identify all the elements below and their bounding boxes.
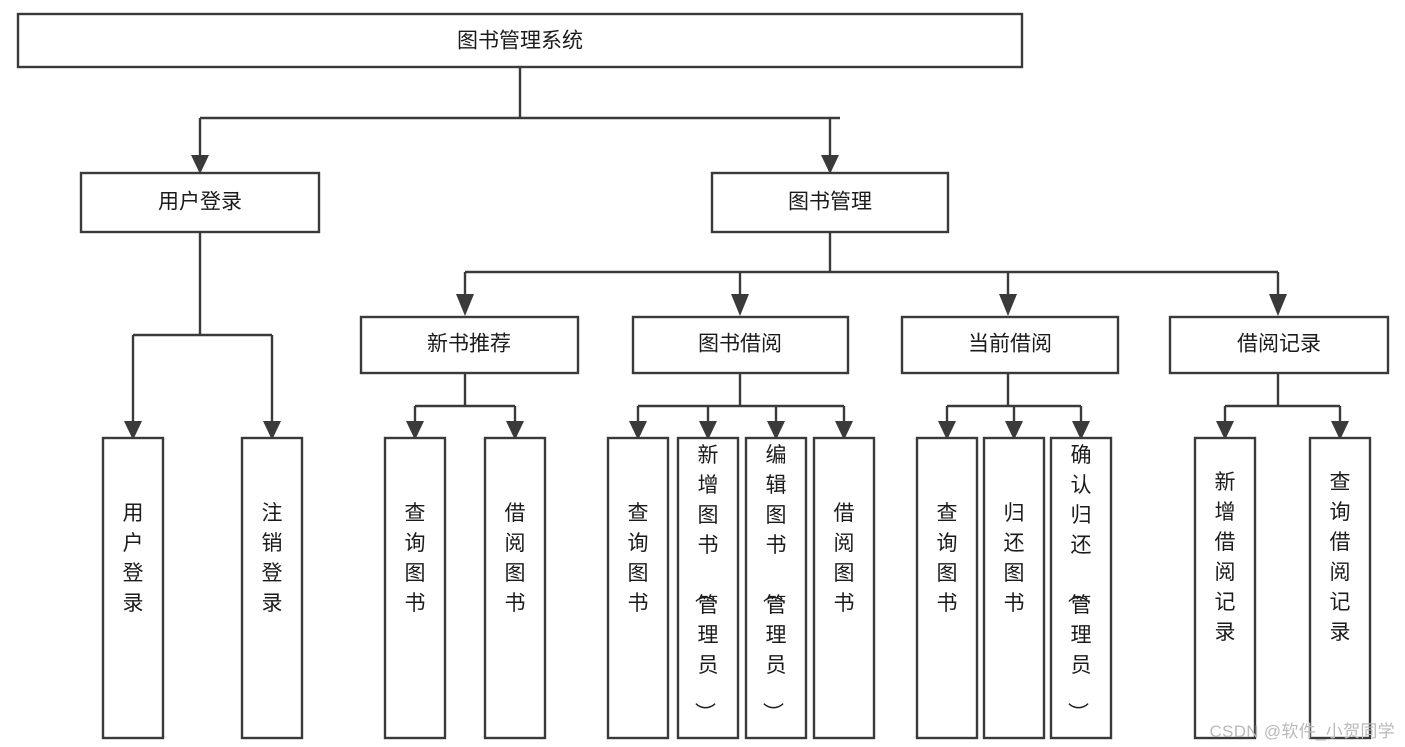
node-leaf-add-record[interactable]: 新增借阅记录 xyxy=(1193,436,1257,740)
arrow-head-leaf-borrow-book-1 xyxy=(506,421,524,440)
arrow-head-leaf-query-book-1 xyxy=(406,421,424,440)
node-leaf-query-book-2-box[interactable] xyxy=(606,436,670,740)
node-leaf-add-book-box[interactable] xyxy=(676,436,740,740)
node-leaf-logout[interactable]: 注销登录 xyxy=(240,436,304,740)
arrow-head-leaf-query-book-3 xyxy=(938,421,956,440)
node-user-login-label: 用户登录 xyxy=(158,191,242,214)
node-leaf-add-record-box[interactable] xyxy=(1193,436,1257,740)
arrow-head-new-book-rec xyxy=(456,294,474,316)
arrow-head-book-borrow xyxy=(731,294,749,316)
node-leaf-add-book[interactable]: 新增图书（管理员） xyxy=(676,436,740,740)
node-root-label: 图书管理系统 xyxy=(457,30,583,53)
csdn-watermark: CSDN @软件_小贺同学 xyxy=(1209,722,1395,741)
node-current-borrow[interactable]: 当前借阅 xyxy=(900,315,1120,375)
arrow-head-book-manage xyxy=(821,155,839,174)
node-book-borrow[interactable]: 图书借阅 xyxy=(631,315,850,375)
connector-layer xyxy=(124,67,1349,440)
node-leaf-borrow-book-2-label: 借阅图书 xyxy=(834,502,855,615)
node-leaf-borrow-book-2-box[interactable] xyxy=(812,436,876,740)
arrow-head-borrow-record xyxy=(1269,294,1287,316)
node-leaf-borrow-book-1[interactable]: 借阅图书 xyxy=(483,436,547,740)
node-leaf-borrow-book-1-box[interactable] xyxy=(483,436,547,740)
node-borrow-record-box[interactable] xyxy=(1168,315,1390,375)
arrow-head-current-borrow xyxy=(999,294,1017,316)
node-leaf-confirm-return-box[interactable] xyxy=(1049,436,1113,740)
node-user-login-box[interactable] xyxy=(79,171,321,234)
node-leaf-query-book-3[interactable]: 查询图书 xyxy=(915,436,979,740)
node-leaf-user-login[interactable]: 用户登录 xyxy=(101,436,165,740)
node-leaf-add-record-label: 新增借阅记录 xyxy=(1215,471,1236,644)
node-book-borrow-label: 图书借阅 xyxy=(698,333,782,356)
node-leaf-query-book-3-label: 查询图书 xyxy=(937,502,958,615)
node-leaf-query-book-3-box[interactable] xyxy=(915,436,979,740)
node-book-borrow-box[interactable] xyxy=(631,315,850,375)
node-leaf-user-login-box[interactable] xyxy=(101,436,165,740)
arrow-head-leaf-borrow-book-2 xyxy=(835,421,853,440)
node-leaf-add-book-label: 新增图书（管理员） xyxy=(693,444,719,723)
node-new-book-rec-label: 新书推荐 xyxy=(427,333,511,356)
node-leaf-user-login-label: 用户登录 xyxy=(123,502,144,615)
arrow-head-leaf-add-book xyxy=(699,421,717,440)
node-leaf-query-record-box[interactable] xyxy=(1308,436,1372,740)
node-new-book-rec-box[interactable] xyxy=(359,315,580,375)
node-leaf-logout-label: 注销登录 xyxy=(262,502,283,615)
node-leaf-query-book-2[interactable]: 查询图书 xyxy=(606,436,670,740)
arrow-head-leaf-user-login xyxy=(124,421,142,440)
node-leaf-logout-box[interactable] xyxy=(240,436,304,740)
node-user-login[interactable]: 用户登录 xyxy=(79,171,321,234)
node-leaf-edit-book-label: 编辑图书（管理员） xyxy=(761,444,787,723)
arrow-head-leaf-return-book xyxy=(1005,421,1023,440)
node-leaf-borrow-book-1-label: 借阅图书 xyxy=(505,502,526,615)
node-leaf-confirm-return-label: 确认归还（管理员） xyxy=(1066,444,1092,723)
node-leaf-borrow-book-2[interactable]: 借阅图书 xyxy=(812,436,876,740)
node-leaf-query-record[interactable]: 查询借阅记录 xyxy=(1308,436,1372,740)
arrow-head-leaf-query-book-2 xyxy=(629,421,647,440)
node-book-manage-box[interactable] xyxy=(710,171,950,234)
node-leaf-return-book-label: 归还图书 xyxy=(1004,502,1025,615)
arrow-head-user-login xyxy=(191,155,209,174)
node-book-manage-label: 图书管理 xyxy=(788,191,872,214)
arrow-head-leaf-edit-book xyxy=(767,421,785,440)
node-current-borrow-label: 当前借阅 xyxy=(968,333,1052,356)
node-borrow-record[interactable]: 借阅记录 xyxy=(1168,315,1390,375)
node-leaf-return-book-box[interactable] xyxy=(982,436,1046,740)
node-current-borrow-box[interactable] xyxy=(900,315,1120,375)
node-new-book-rec[interactable]: 新书推荐 xyxy=(359,315,580,375)
arrow-head-leaf-confirm-return xyxy=(1072,421,1090,440)
node-layer: 图书管理系统 用户登录 图书管理 新书推荐 图书借阅 当前 xyxy=(16,12,1390,740)
node-leaf-query-record-label: 查询借阅记录 xyxy=(1330,471,1351,644)
node-leaf-return-book[interactable]: 归还图书 xyxy=(982,436,1046,740)
node-leaf-confirm-return[interactable]: 确认归还（管理员） xyxy=(1049,436,1113,740)
node-leaf-edit-book-box[interactable] xyxy=(744,436,808,740)
arrow-head-leaf-query-record xyxy=(1331,421,1349,440)
node-root[interactable]: 图书管理系统 xyxy=(16,12,1024,69)
node-borrow-record-label: 借阅记录 xyxy=(1237,333,1321,356)
node-leaf-query-book-1-label: 查询图书 xyxy=(405,502,426,615)
arrow-head-leaf-add-record xyxy=(1216,421,1234,440)
node-leaf-query-book-1[interactable]: 查询图书 xyxy=(383,436,447,740)
node-leaf-query-book-1-box[interactable] xyxy=(383,436,447,740)
node-root-box[interactable] xyxy=(16,12,1024,69)
node-book-manage[interactable]: 图书管理 xyxy=(710,171,950,234)
node-leaf-query-book-2-label: 查询图书 xyxy=(628,502,649,615)
node-leaf-edit-book[interactable]: 编辑图书（管理员） xyxy=(744,436,808,740)
arrow-head-leaf-logout xyxy=(263,421,281,440)
